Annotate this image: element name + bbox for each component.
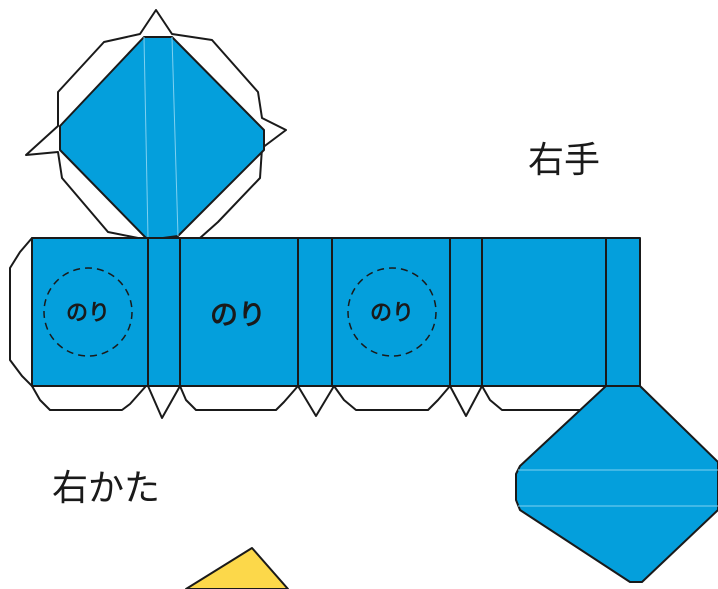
glue-mark-1: のり — [66, 301, 110, 326]
main-strip — [31, 237, 641, 387]
strip-face-7 — [481, 237, 607, 387]
strip-face-2 — [147, 237, 181, 387]
strip-face-8 — [605, 237, 641, 387]
bottom-lid-piece — [515, 385, 718, 583]
glue-mark-3: のり — [370, 301, 414, 326]
yellow-piece — [185, 547, 289, 589]
glue-circle-1 — [43, 267, 133, 357]
left-side-flap — [9, 237, 33, 387]
strip-face-5 — [331, 237, 451, 387]
glue-circle-3 — [347, 267, 437, 357]
strip-face-3 — [179, 237, 299, 387]
top-lid-piece — [25, 9, 287, 241]
label-right-hand: 右手 — [528, 140, 600, 181]
bottom-lid-face — [515, 385, 718, 583]
bottom-flaps — [31, 385, 607, 419]
strip-face-6 — [449, 237, 483, 387]
glue-mark-2: のり — [210, 298, 266, 331]
strip-face-4 — [297, 237, 333, 387]
label-right-shoulder: 右かた — [52, 468, 160, 509]
